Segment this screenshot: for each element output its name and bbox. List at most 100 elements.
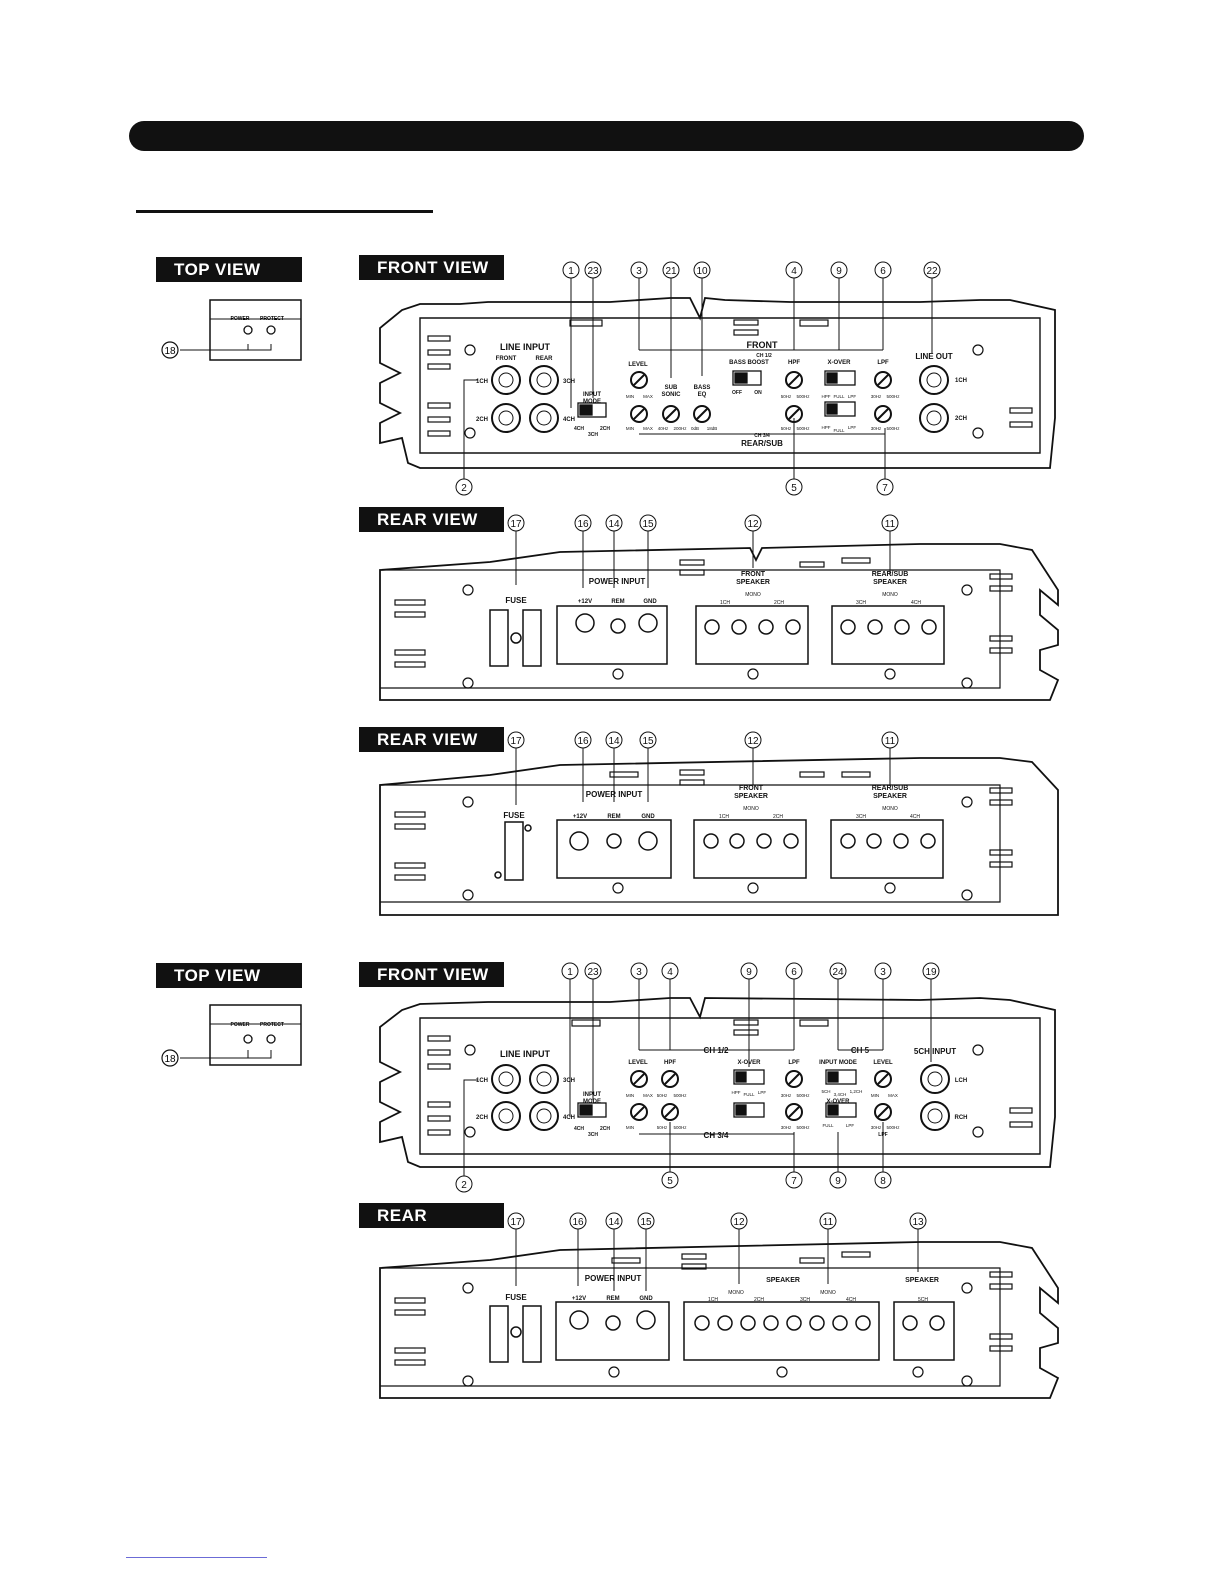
input-mode-label-2: MODE — [583, 1099, 601, 1105]
rear-sub-speaker-terminal[interactable] — [831, 605, 945, 665]
rear-sub-speaker-terminal[interactable] — [830, 819, 944, 879]
power-led — [243, 1034, 253, 1044]
xover-lpf-2: LPF — [848, 425, 857, 430]
lpf-500hz-2: 500Hz — [796, 1125, 810, 1130]
subsonic-knob[interactable] — [662, 405, 680, 423]
rear-label: REAR — [535, 356, 553, 362]
bass-eq-knob[interactable] — [693, 405, 711, 423]
lpf-knob-2[interactable] — [874, 405, 892, 423]
protect-label: PROTECT — [260, 1022, 284, 1028]
front-speaker-terminal[interactable] — [693, 819, 807, 879]
front-view-label-2: FRONT VIEW — [359, 962, 504, 987]
rear-view-label: REAR VIEW — [359, 507, 504, 532]
plus-12v-label: +12V — [578, 599, 592, 605]
spk-3ch: 3CH — [800, 1297, 810, 1303]
hpf-knob[interactable] — [661, 1070, 679, 1088]
ch12-label: CH 1/2 — [704, 1046, 729, 1055]
top-view-diagram: POWER PROTECT 18 — [161, 299, 302, 361]
callout-17: 17 — [510, 736, 522, 747]
hpf-50hz: 50Hz — [657, 1093, 668, 1098]
rear-5ch-diagram: 17 16 14 15 12 11 13 — [379, 1212, 1060, 1399]
lpf-label: LPF — [877, 360, 889, 366]
mode-5ch: 5CH — [821, 1089, 830, 1094]
fuse-holder[interactable] — [489, 1305, 509, 1363]
mode-4ch: 4CH — [574, 1126, 584, 1132]
ch2-label: 2CH — [476, 417, 488, 423]
line-input-label: LINE INPUT — [500, 342, 551, 352]
rear-sub-speaker-label: REAR/SUB — [872, 785, 909, 792]
subsection-underline — [136, 210, 433, 213]
ch12-label: CH 1/2 — [756, 353, 772, 359]
power-input-terminal[interactable] — [556, 605, 668, 665]
hpf-label: HPF — [664, 1060, 676, 1066]
front-view-label: FRONT VIEW — [359, 255, 504, 280]
lpf-knob[interactable] — [785, 1070, 803, 1088]
speaker-terminal-5ch[interactable] — [893, 1301, 955, 1361]
rear-view-diagram-2: 17 16 14 15 12 11 FUSE POWER INP — [379, 731, 1059, 916]
front-label: FRONT — [496, 356, 517, 362]
mode-3ch: 3CH — [588, 432, 598, 438]
hpf-knob[interactable] — [785, 371, 803, 389]
callout-3: 3 — [636, 266, 642, 277]
front-speaker-terminal[interactable] — [695, 605, 809, 665]
level-knob-2[interactable] — [630, 1103, 648, 1121]
rem-label: REM — [611, 599, 624, 605]
fuse-label: FUSE — [505, 1293, 527, 1302]
callout-5: 5 — [667, 1176, 673, 1187]
lpf-knob-2[interactable] — [785, 1103, 803, 1121]
spk-2ch: 2CH — [773, 814, 783, 820]
mode-2ch: 2CH — [600, 426, 610, 432]
plus-12v-label: +12V — [573, 814, 587, 820]
xover-5-full: FULL — [822, 1123, 834, 1128]
front-view-4ch-diagram: 1 23 3 21 10 4 9 6 22 2 5 7 — [379, 261, 1056, 496]
mode-3ch: 3CH — [588, 1132, 598, 1138]
level-knob-2[interactable] — [630, 405, 648, 423]
bass-eq-label: BASS — [694, 385, 711, 391]
lpf-5ch-label: LPF — [878, 1132, 887, 1138]
callout-4: 4 — [791, 266, 797, 277]
fuse-label: FUSE — [503, 811, 525, 820]
lpf-30hz: 30Hz — [871, 394, 882, 399]
callout-12: 12 — [747, 736, 759, 747]
ch34-label: CH 3/4 — [704, 1131, 729, 1140]
lch-label: LCH — [955, 1078, 967, 1084]
callout-1: 1 — [567, 967, 573, 978]
xover-hpf-2: HPF — [822, 425, 831, 430]
callout-12: 12 — [733, 1217, 745, 1228]
hpf-knob-2[interactable] — [785, 405, 803, 423]
mono-label-2: MONO — [882, 592, 898, 598]
front-section-label: FRONT — [747, 340, 778, 350]
xover-label: X-OVER — [737, 1060, 761, 1066]
xover-label: X-OVER — [827, 360, 851, 366]
xover-5ch-label: X-OVER — [826, 1099, 850, 1105]
fuse-holder[interactable] — [504, 821, 524, 881]
front-view-5ch-diagram: 1 23 3 4 9 6 24 3 19 2 5 7 9 8 — [379, 962, 1056, 1193]
level-knob[interactable] — [630, 1070, 648, 1088]
lpf-knob[interactable] — [874, 371, 892, 389]
lpf-500hz: 500Hz — [796, 1093, 810, 1098]
lpf-5ch-knob[interactable] — [874, 1103, 892, 1121]
power-input-terminal[interactable] — [555, 1301, 670, 1361]
level-knob[interactable] — [630, 371, 648, 389]
xover-lpf: LPF — [758, 1090, 767, 1095]
callout-9: 9 — [746, 967, 752, 978]
callout-23: 23 — [587, 967, 599, 978]
spk-2ch: 2CH — [774, 600, 784, 606]
fuse-holder[interactable] — [489, 609, 509, 667]
callout-14: 14 — [608, 736, 620, 747]
speaker-label: SPEAKER — [766, 1277, 800, 1284]
speaker-terminal-1-4ch[interactable] — [683, 1301, 880, 1361]
hpf-knob-2[interactable] — [661, 1103, 679, 1121]
level-min: MIN — [626, 1093, 634, 1098]
rem-label: REM — [607, 814, 620, 820]
ch4-label: 4CH — [563, 417, 575, 423]
ch5-label: CH 5 — [851, 1046, 870, 1055]
rear-sub-speaker-label-2: SPEAKER — [873, 579, 907, 586]
level-5ch-knob[interactable] — [874, 1070, 892, 1088]
callout-11: 11 — [823, 1217, 834, 1228]
level-5-min: MIN — [871, 1093, 879, 1098]
hpf-500hz-2: 500Hz — [673, 1125, 687, 1130]
callout-13: 13 — [912, 1217, 924, 1228]
power-input-terminal[interactable] — [556, 819, 672, 879]
level-max: MAX — [643, 1093, 653, 1098]
